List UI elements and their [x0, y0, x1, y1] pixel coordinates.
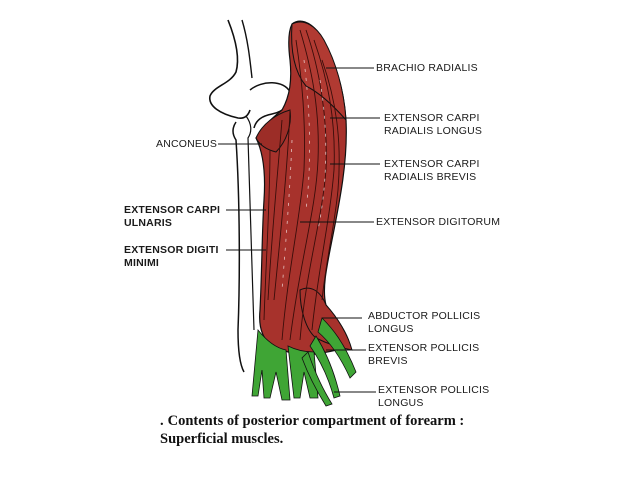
label-brachioradialis: BRACHIO RADIALIS [376, 62, 478, 75]
label-apl-line1: ABDUCTOR POLLICIS [368, 310, 481, 322]
label-ecrb: EXTENSOR CARPI RADIALIS BREVIS [384, 158, 480, 184]
label-epb-line1: EXTENSOR POLLICIS [368, 342, 480, 354]
label-epl-line1: EXTENSOR POLLICIS [378, 384, 490, 396]
figure-caption: .Contents of posterior compartment of fo… [160, 412, 464, 448]
label-edm-line1: EXTENSOR DIGITI [124, 244, 219, 256]
caption-bullet: . [160, 413, 164, 429]
label-epl-line2: LONGUS [378, 397, 424, 409]
ulna-outline [232, 121, 245, 373]
caption-line1-wrap: .Contents of posterior compartment of fo… [160, 412, 464, 430]
label-edm-line2: MINIMI [124, 257, 160, 269]
ulna-inner [245, 115, 255, 331]
label-anconeus-line1: ANCONEUS [156, 138, 218, 150]
label-ecu-line1: EXTENSOR CARPI [124, 204, 221, 216]
humerus-shaft-right [241, 19, 253, 79]
tendon-thumb-3 [301, 351, 333, 407]
label-ecrl: EXTENSOR CARPI RADIALIS LONGUS [384, 112, 482, 138]
label-epl: EXTENSOR POLLICIS LONGUS [378, 384, 489, 410]
label-ecu: EXTENSOR CARPI ULNARIS [124, 204, 220, 230]
label-apl: ABDUCTOR POLLICIS LONGUS [368, 310, 480, 336]
label-ecrb-line2: RADIALIS BREVIS [384, 171, 477, 183]
label-ecrl-line1: EXTENSOR CARPI [384, 112, 480, 124]
label-ed-line1: EXTENSOR DIGITORUM [376, 216, 501, 228]
tendons [251, 317, 357, 407]
leader-lines [218, 67, 380, 393]
label-epb: EXTENSOR POLLICIS BREVIS [368, 342, 479, 368]
humerus-outline [209, 19, 251, 119]
label-epb-line2: BREVIS [368, 355, 408, 367]
label-brachioradialis-line1: BRACHIO RADIALIS [376, 62, 478, 74]
label-edm: EXTENSOR DIGITI MINIMI [124, 244, 219, 270]
caption-line1: Contents of posterior compartment of for… [167, 413, 465, 429]
label-ecrl-line2: RADIALIS LONGUS [384, 125, 483, 137]
label-ecu-line2: ULNARIS [124, 217, 173, 229]
tendon-thumb-1 [317, 317, 357, 379]
label-anconeus: ANCONEUS [156, 138, 217, 151]
caption-line2: Superficial muscles. [160, 431, 284, 447]
tendon-thumb-2 [309, 335, 341, 399]
label-ed: EXTENSOR DIGITORUM [376, 216, 500, 229]
label-ecrb-line1: EXTENSOR CARPI [384, 158, 480, 170]
tendon-group-ulnar [251, 328, 291, 401]
label-apl-line2: LONGUS [368, 323, 414, 335]
muscle-fibres [263, 29, 340, 341]
